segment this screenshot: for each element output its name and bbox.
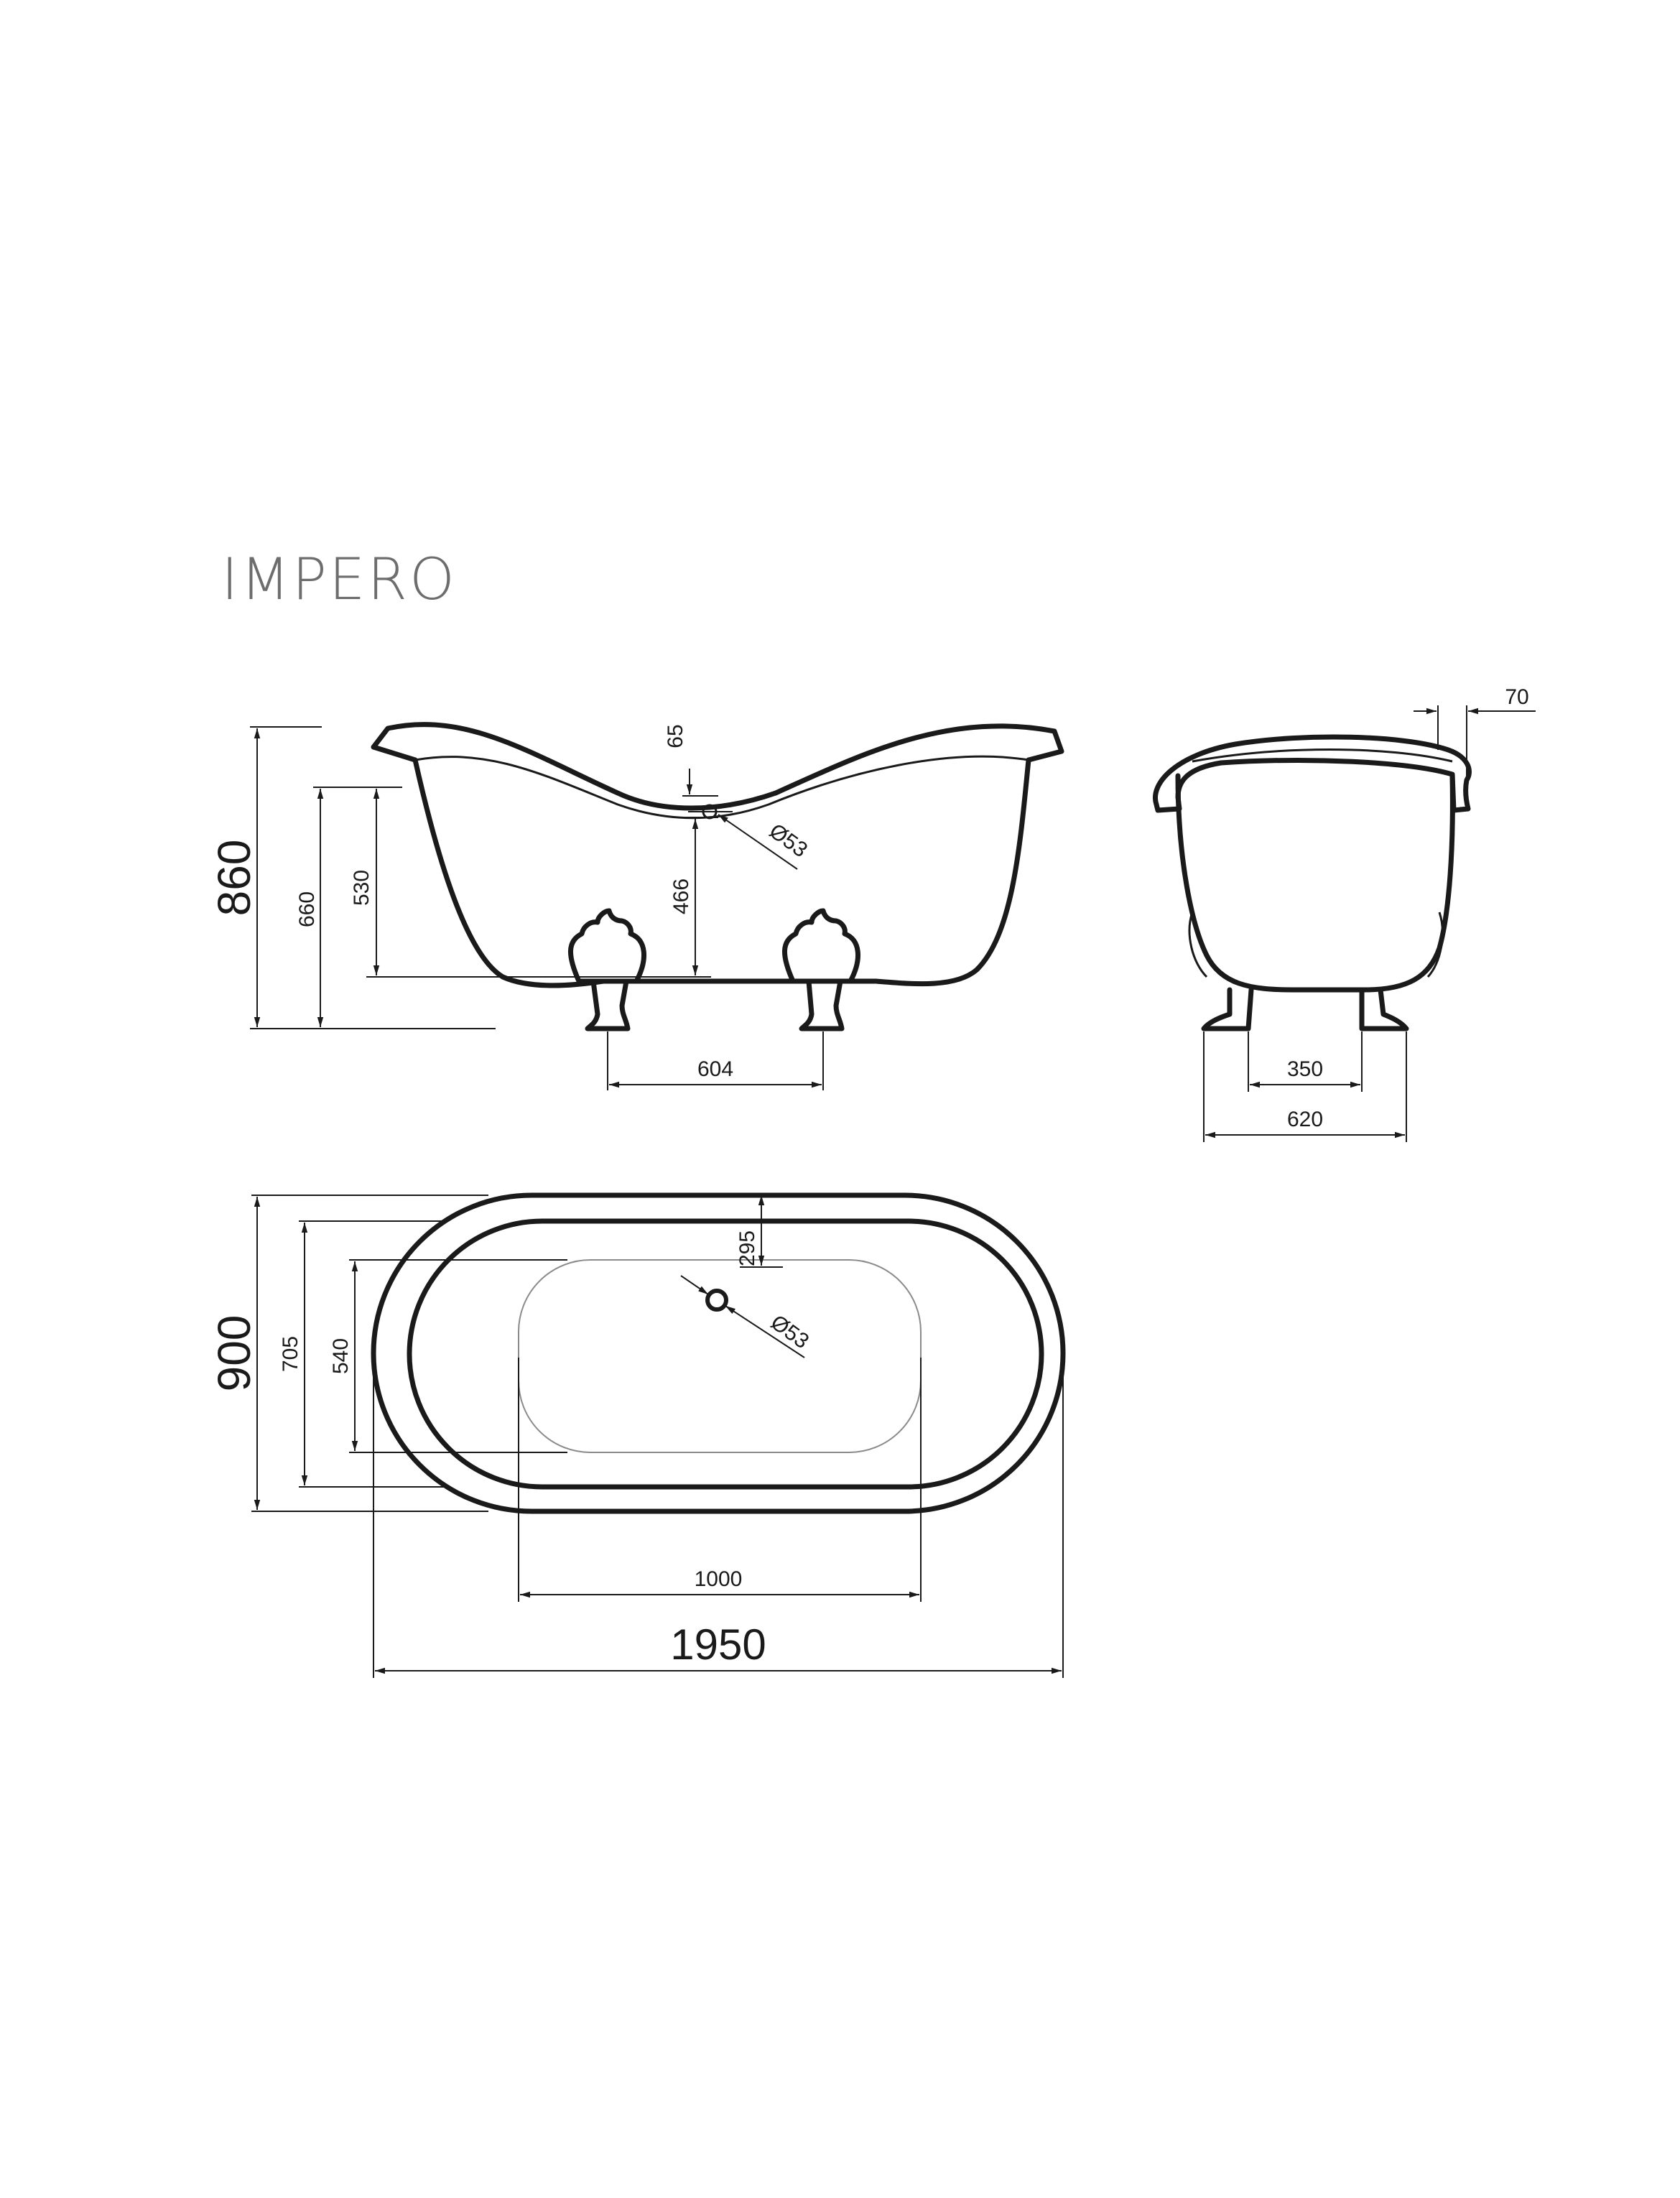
dim-inner-height: 660 (295, 891, 319, 927)
right-claw-foot-icon (782, 908, 860, 1031)
side-view-tub-outline (371, 722, 1064, 988)
end-view-right-foot-detail (1426, 912, 1444, 978)
end-view-body-outline (1175, 773, 1455, 993)
plan-outer-outline (371, 1192, 1066, 1514)
plan-inner-rim (407, 1218, 1044, 1490)
plan-view: 900 705 540 295 Ø53 1000 (208, 1192, 1066, 1678)
dim-overflow-height: 466 (669, 878, 693, 914)
dim-total-height: 860 (208, 840, 260, 917)
dim-drain-offset: 295 (735, 1230, 759, 1266)
product-title: IMPERO (221, 546, 457, 613)
side-view: 860 660 530 65 466 Ø53 60 (208, 722, 1064, 1090)
dim-end-feet-spacing: 350 (1287, 1057, 1323, 1081)
dim-basin-width: 540 (329, 1338, 353, 1374)
end-view-right-leg-icon (1359, 987, 1409, 1031)
dim-drain-diameter: Ø53 (766, 1310, 813, 1353)
dim-overflow-diameter: Ø53 (765, 819, 812, 862)
end-view: 70 350 620 (1153, 685, 1536, 1142)
side-view-inner-rim (414, 755, 1029, 820)
dim-overall-width: 900 (208, 1315, 260, 1392)
end-view-rim (1153, 734, 1472, 813)
drain-icon (705, 1289, 728, 1312)
end-view-left-foot-detail (1188, 912, 1208, 978)
dim-overall-length: 1950 (670, 1620, 766, 1669)
dim-base-width: 620 (1287, 1108, 1323, 1131)
plan-basin-outline (518, 1259, 922, 1453)
left-claw-foot-icon (568, 908, 646, 1031)
dim-feet-spacing: 604 (697, 1057, 733, 1081)
dim-rim-to-overflow: 65 (664, 724, 687, 748)
dim-rim-inner-width: 705 (279, 1336, 302, 1372)
dim-rim-overhang: 70 (1505, 685, 1528, 709)
dim-basin-length: 1000 (695, 1567, 743, 1591)
end-view-left-leg-icon (1201, 987, 1254, 1031)
dim-inner-depth: 530 (350, 870, 373, 906)
